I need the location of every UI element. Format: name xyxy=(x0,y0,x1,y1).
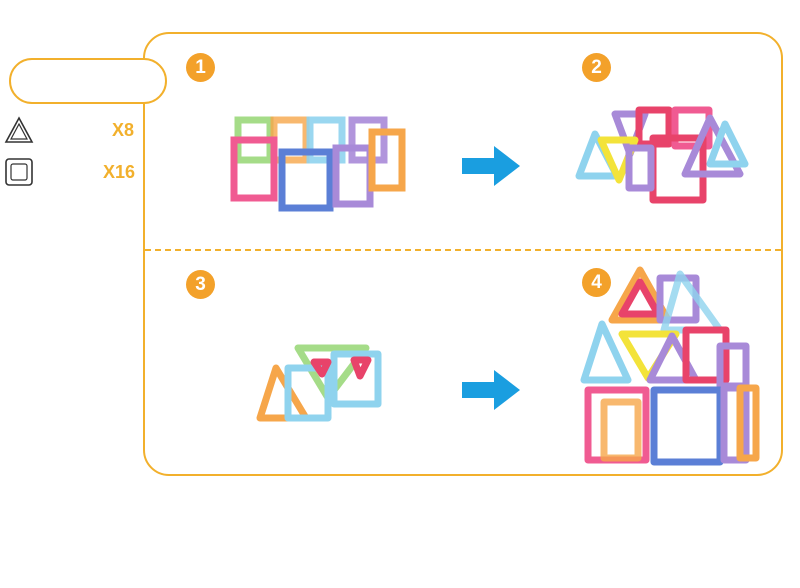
arrow-right-icon xyxy=(462,370,520,410)
step-3-prism xyxy=(256,344,382,422)
square-count: X16 xyxy=(103,162,136,182)
arrow-right-icon xyxy=(462,146,520,186)
step-badge-1: 1 xyxy=(186,53,215,82)
square-icon xyxy=(5,158,33,186)
step-badge-3: 3 xyxy=(186,270,215,299)
instruction-frame xyxy=(143,32,783,476)
step-badge-4: 4 xyxy=(582,268,611,297)
step-divider xyxy=(145,249,781,251)
title-pill xyxy=(9,58,167,104)
triangle-icon xyxy=(4,116,34,143)
triangle-count: X8 xyxy=(112,120,135,140)
step-1-square-ring xyxy=(230,116,406,212)
step-2-triangle-row xyxy=(575,106,749,204)
step-badge-2: 2 xyxy=(582,53,611,82)
step-4-house xyxy=(580,266,760,466)
